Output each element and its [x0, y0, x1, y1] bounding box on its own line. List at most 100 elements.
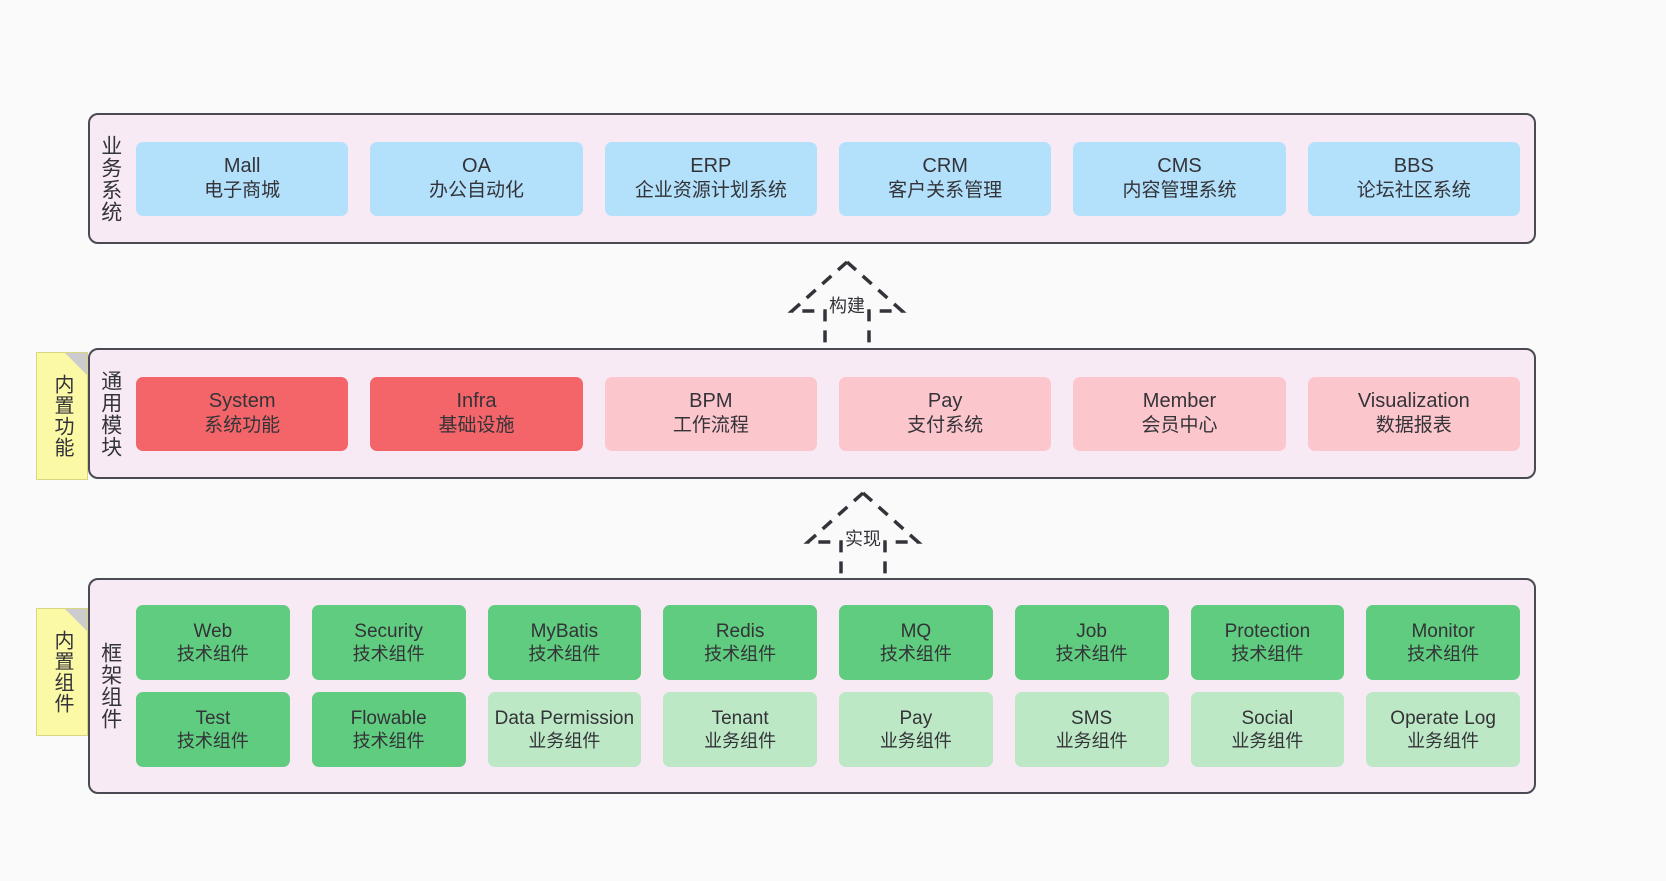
card-oa[interactable]: OA 办公自动化 [370, 141, 583, 216]
card-title: Social [1241, 707, 1294, 729]
connector-label: 构建 [829, 296, 865, 316]
card-subtitle: 论坛社区系统 [1356, 180, 1471, 202]
card-title: Data Permission [494, 707, 635, 729]
card-subtitle: 数据报表 [1375, 415, 1452, 437]
card-title: Test [195, 707, 231, 729]
card-subtitle: 系统功能 [204, 415, 281, 437]
card-title: Security [354, 620, 423, 642]
card-title: Visualization [1357, 390, 1470, 413]
card-mq[interactable]: MQ 技术组件 [839, 605, 993, 680]
card-subtitle: 技术组件 [1231, 644, 1304, 665]
card-subtitle: 技术组件 [879, 644, 952, 665]
card-title: Job [1076, 620, 1107, 642]
card-bpm[interactable]: BPM 工作流程 [604, 376, 817, 451]
card-infra[interactable]: Infra 基础设施 [370, 376, 583, 451]
card-pay-component[interactable]: Pay 业务组件 [839, 692, 993, 767]
card-monitor[interactable]: Monitor 技术组件 [1366, 605, 1520, 680]
card-mall[interactable]: Mall 电子商城 [136, 141, 349, 216]
card-subtitle: 技术组件 [704, 644, 777, 665]
card-title: Protection [1224, 620, 1311, 642]
card-crm[interactable]: CRM 客户关系管理 [838, 141, 1052, 216]
card-job[interactable]: Job 技术组件 [1014, 605, 1169, 680]
card-security[interactable]: Security 技术组件 [311, 605, 466, 680]
framework-tech-components-row: Web 技术组件 Security 技术组件 MyBatis 技术组件 Redi… [136, 605, 1520, 680]
card-operate-log[interactable]: Operate Log 业务组件 [1366, 692, 1520, 767]
card-subtitle: 电子商城 [204, 180, 281, 202]
card-cms[interactable]: CMS 内容管理系统 [1073, 141, 1286, 216]
card-protection[interactable]: Protection 技术组件 [1190, 605, 1345, 680]
card-subtitle: 客户关系管理 [888, 180, 1003, 202]
card-title: CRM [922, 155, 968, 178]
generalization-arrow-icon [787, 260, 907, 356]
card-subtitle: 基础设施 [438, 415, 515, 437]
card-subtitle: 技术组件 [352, 731, 425, 752]
card-subtitle: 技术组件 [1407, 644, 1480, 665]
card-data-permission[interactable]: Data Permission 业务组件 [487, 692, 642, 767]
card-title: BBS [1393, 155, 1434, 178]
card-subtitle: 办公自动化 [428, 180, 524, 202]
layer-title-framework-components: 框架组件 [98, 642, 122, 730]
card-title: Web [193, 620, 233, 642]
card-title: Pay [899, 707, 933, 729]
card-tenant[interactable]: Tenant 业务组件 [663, 692, 817, 767]
card-social[interactable]: Social 业务组件 [1190, 692, 1345, 767]
card-subtitle: 业务组件 [1055, 731, 1128, 752]
card-title: MQ [900, 620, 932, 642]
layer-title-common-modules: 通用模块 [98, 369, 122, 458]
connector-implement: 实现 [768, 487, 958, 587]
framework-business-components-row: Test 技术组件 Flowable 技术组件 Data Permission … [136, 692, 1520, 767]
card-subtitle: 技术组件 [352, 644, 425, 665]
note-builtin-features: 内置功能 [36, 352, 88, 480]
card-subtitle: 业务组件 [879, 731, 952, 752]
card-mybatis[interactable]: MyBatis 技术组件 [487, 605, 642, 680]
layer-common-modules: 通用模块 System 系统功能 Infra 基础设施 BPM 工作流程 Pay… [88, 348, 1536, 479]
card-title: System [208, 390, 276, 413]
layer-body-common-modules: System 系统功能 Infra 基础设施 BPM 工作流程 Pay 支付系统… [130, 350, 1534, 477]
card-subtitle: 支付系统 [907, 415, 984, 437]
layer-body-business-systems: Mall 电子商城 OA 办公自动化 ERP 企业资源计划系统 CRM 客户关系… [130, 115, 1534, 242]
card-subtitle: 技术组件 [1055, 644, 1128, 665]
note-builtin-components: 内置组件 [36, 608, 88, 736]
card-title: BPM [689, 390, 733, 413]
card-subtitle: 内容管理系统 [1122, 180, 1237, 202]
business-systems-row: Mall 电子商城 OA 办公自动化 ERP 企业资源计划系统 CRM 客户关系… [136, 141, 1520, 216]
layer-body-framework-components: Web 技术组件 Security 技术组件 MyBatis 技术组件 Redi… [130, 580, 1534, 792]
card-erp[interactable]: ERP 企业资源计划系统 [604, 141, 817, 216]
layer-framework-components: 框架组件 Web 技术组件 Security 技术组件 MyBatis 技术组件… [88, 578, 1536, 794]
card-title: ERP [690, 155, 732, 178]
card-web[interactable]: Web 技术组件 [136, 605, 290, 680]
card-title: Operate Log [1390, 707, 1496, 729]
card-subtitle: 业务组件 [1407, 731, 1480, 752]
card-title: MyBatis [530, 620, 599, 642]
card-title: Tenant [711, 707, 769, 729]
card-title: Redis [715, 620, 765, 642]
common-modules-row: System 系统功能 Infra 基础设施 BPM 工作流程 Pay 支付系统… [136, 376, 1520, 451]
card-bbs[interactable]: BBS 论坛社区系统 [1307, 141, 1520, 216]
card-subtitle: 业务组件 [704, 731, 777, 752]
card-flowable[interactable]: Flowable 技术组件 [311, 692, 466, 767]
card-subtitle: 会员中心 [1141, 415, 1218, 437]
connector-build: 构建 [752, 256, 942, 356]
card-pay-module[interactable]: Pay 支付系统 [838, 376, 1052, 451]
card-subtitle: 技术组件 [176, 731, 249, 752]
card-test[interactable]: Test 技术组件 [136, 692, 290, 767]
card-title: Member [1142, 390, 1217, 413]
card-title: CMS [1157, 155, 1202, 178]
generalization-arrow-icon [803, 491, 923, 587]
card-subtitle: 业务组件 [528, 731, 601, 752]
card-sms[interactable]: SMS 业务组件 [1014, 692, 1169, 767]
card-subtitle: 企业资源计划系统 [634, 180, 787, 202]
layer-business-systems: 业务系统 Mall 电子商城 OA 办公自动化 ERP 企业资源计划系统 CRM… [88, 113, 1536, 244]
layer-title-business-systems: 业务系统 [98, 134, 122, 223]
card-visualization[interactable]: Visualization 数据报表 [1307, 376, 1520, 451]
card-title: OA [462, 155, 491, 178]
card-title: Monitor [1411, 620, 1475, 642]
card-title: Infra [456, 390, 497, 413]
card-member[interactable]: Member 会员中心 [1073, 376, 1286, 451]
card-subtitle: 技术组件 [528, 644, 601, 665]
card-system[interactable]: System 系统功能 [136, 376, 349, 451]
card-subtitle: 业务组件 [1231, 731, 1304, 752]
card-redis[interactable]: Redis 技术组件 [663, 605, 817, 680]
card-title: Pay [927, 390, 963, 413]
